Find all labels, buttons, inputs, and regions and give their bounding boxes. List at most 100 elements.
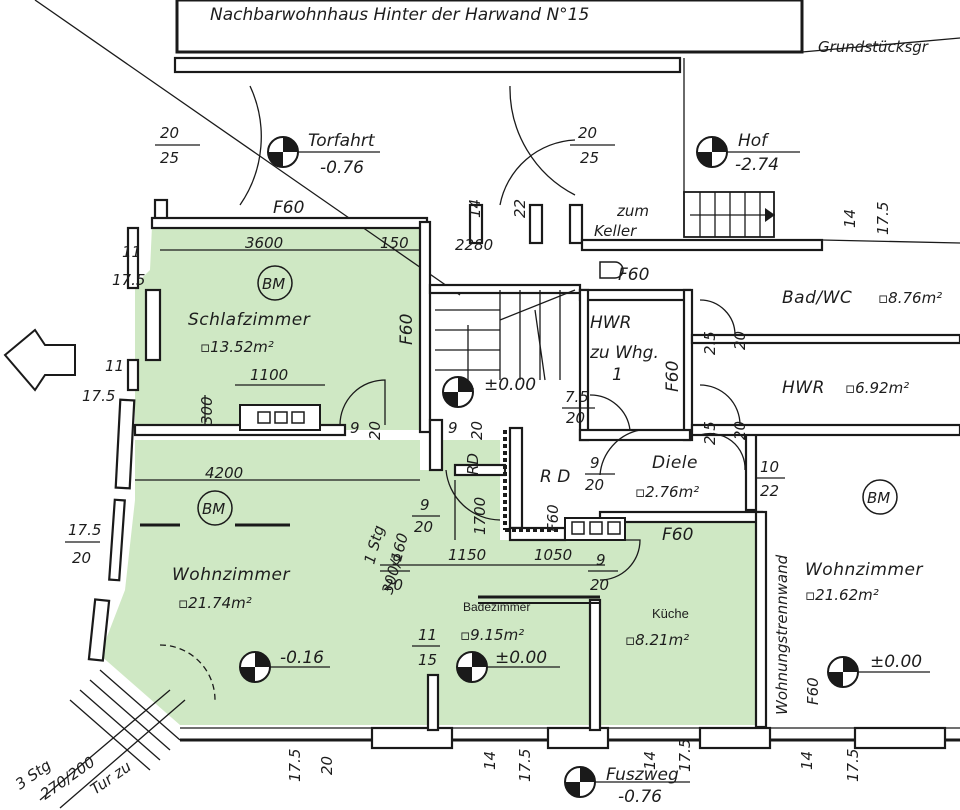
living-level-marker bbox=[239, 651, 330, 683]
entry-door bbox=[159, 644, 216, 701]
f60-utility-side: F60 bbox=[663, 361, 683, 392]
living-level: -0.16 bbox=[280, 648, 324, 668]
dim-11a: 11 bbox=[122, 243, 141, 261]
dim-17-5a: 17.5 bbox=[112, 271, 145, 289]
bedroom-area: ▫13.52m² bbox=[200, 338, 274, 356]
bath-name: Badezimmer bbox=[463, 600, 530, 614]
living-area: ▫21.74m² bbox=[178, 594, 252, 612]
orientation-arrow bbox=[3, 328, 76, 392]
right-bm: BM bbox=[867, 489, 890, 507]
f60-right: F60 bbox=[804, 677, 822, 705]
right-door bbox=[699, 432, 746, 471]
bot-dim-20: 20 bbox=[318, 756, 336, 775]
stair-level-marker bbox=[442, 376, 474, 408]
utility-door bbox=[589, 394, 631, 431]
bm-marker-bedroom bbox=[257, 265, 293, 301]
dim-9d: 9 bbox=[420, 496, 430, 514]
bot-dim-14a: 14 bbox=[481, 751, 499, 770]
gate-door-arc-right bbox=[509, 85, 576, 196]
bot-dim-17-5a: 17.5 bbox=[286, 749, 304, 782]
sidewalk-label: Fuszweg bbox=[606, 765, 679, 785]
diagonal-line bbox=[34, 0, 461, 296]
bedroom-name: Schlafzimmer bbox=[188, 310, 311, 330]
bath-level: ±0.00 bbox=[495, 648, 547, 668]
cellar-label-1: zum bbox=[616, 202, 649, 220]
neighbor-bath-area: ▫8.76m² bbox=[878, 289, 942, 307]
dim-22: 22 bbox=[511, 199, 529, 218]
dim-300: 300 bbox=[198, 396, 216, 425]
neighbor-hwr-area: ▫6.92m² bbox=[845, 379, 909, 397]
kitchen-door bbox=[599, 539, 641, 581]
f60-stair-side: F60 bbox=[544, 504, 562, 532]
bot-dim-17-5d: 17.5 bbox=[844, 749, 862, 782]
dim-1050: 1050 bbox=[534, 546, 572, 564]
dim-22b: 22 bbox=[760, 482, 779, 500]
dim-3600: 3600 bbox=[245, 234, 283, 252]
walls bbox=[87, 203, 960, 750]
right-level: ±0.00 bbox=[870, 652, 922, 672]
dim-9f: 9 bbox=[596, 551, 606, 569]
bath-level-marker bbox=[456, 651, 560, 683]
dim-17-5b: 17.5 bbox=[82, 387, 115, 405]
dim-1700: 1700 bbox=[471, 497, 489, 535]
wall-niche bbox=[239, 404, 321, 431]
f60-utility-top: F60 bbox=[618, 265, 649, 285]
dimension-lines bbox=[135, 249, 605, 604]
kitchen-f60: F60 bbox=[662, 525, 693, 545]
living-area-fill bbox=[100, 226, 760, 725]
dim-20e: 20 bbox=[585, 476, 604, 494]
dim-20c: 20 bbox=[72, 549, 91, 567]
dim-14b: 14 bbox=[841, 209, 859, 228]
neighbor-hwr-name: HWR bbox=[782, 378, 825, 398]
bedroom-fill bbox=[135, 226, 420, 430]
utility-name-2: zu Whg. bbox=[589, 343, 659, 363]
dim-14: 14 bbox=[466, 199, 484, 218]
cellar-stair bbox=[683, 191, 775, 238]
dim-20b-v: 20 bbox=[468, 421, 486, 440]
dim-1150: 1150 bbox=[448, 546, 486, 564]
f60-bedroom: F60 bbox=[397, 314, 417, 345]
bedroom-door bbox=[339, 379, 386, 426]
yard-level-marker bbox=[696, 136, 800, 168]
gateway-wall bbox=[173, 56, 682, 74]
bot-dim-17-5b: 17.5 bbox=[516, 749, 534, 782]
kitchen-name: Küche bbox=[652, 606, 689, 621]
yard-level: -2.74 bbox=[735, 155, 779, 175]
hall-door bbox=[445, 469, 501, 521]
property-line-label: Grundstücksgr bbox=[818, 38, 929, 56]
dim-2-5a: 2.5 bbox=[701, 331, 719, 355]
dim-20j: 20 bbox=[731, 421, 749, 440]
gateway-level-marker bbox=[267, 136, 380, 168]
dim-9e: 9 bbox=[392, 551, 402, 569]
gate-door-arc-left bbox=[239, 85, 262, 206]
dim-20h: 20 bbox=[590, 576, 609, 594]
dim-2-5b: 2.5 bbox=[701, 421, 719, 445]
kitchen-fill bbox=[600, 520, 760, 725]
dim-9: 9 bbox=[350, 419, 360, 437]
dim-17-5c: 17.5 bbox=[68, 521, 101, 539]
dim-20g: 20 bbox=[384, 576, 403, 594]
dim-10: 10 bbox=[760, 458, 779, 476]
entrance-steps bbox=[39, 669, 186, 809]
dim-9b: 9 bbox=[448, 419, 458, 437]
dim-20f: 20 bbox=[414, 518, 433, 536]
dim-17-5d: 17.5 bbox=[874, 202, 892, 235]
dim-2280: 2280 bbox=[455, 236, 493, 254]
neighbor-house-label: Nachbarwohnhaus Hinter der Harwand N°15 bbox=[210, 5, 589, 25]
bot-dim-17-5c: 17.5 bbox=[676, 739, 694, 772]
sidewalk-level: -0.76 bbox=[618, 787, 662, 807]
dim-150: 150 bbox=[380, 234, 409, 252]
bedroom-bm: BM bbox=[262, 275, 285, 293]
dim-1100: 1100 bbox=[250, 366, 288, 384]
bot-dim-14c: 14 bbox=[798, 751, 816, 770]
neighbor-living-area: ▫21.62m² bbox=[805, 586, 879, 604]
dim-11b: 11 bbox=[105, 357, 124, 375]
kitchen-niche bbox=[564, 517, 626, 541]
dim-25b: 25 bbox=[580, 149, 599, 167]
kitchen-area: ▫8.21m² bbox=[625, 631, 689, 649]
right-level-marker bbox=[827, 656, 930, 688]
hall-name: Diele bbox=[652, 453, 698, 473]
utility-name-3: 1 bbox=[612, 365, 623, 385]
dim-4200: 4200 bbox=[205, 464, 243, 482]
